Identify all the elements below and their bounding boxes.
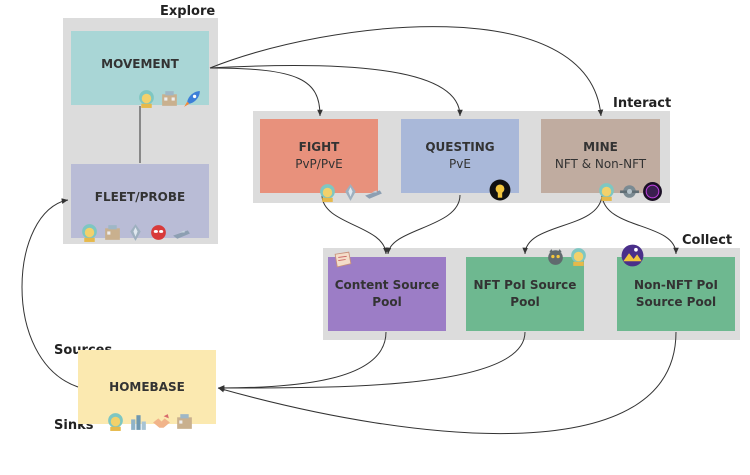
nonnft-pool-title-2: Source Pool xyxy=(635,295,717,309)
creature-icon xyxy=(548,249,563,265)
content-pool-icons xyxy=(332,249,353,270)
mine-title: MINE xyxy=(583,140,618,154)
nft-pool-title: NFT PoI Source xyxy=(473,278,577,292)
questing-node[interactable]: QUESTING PvE xyxy=(401,119,519,193)
fight-title: FIGHT xyxy=(298,140,340,154)
homebase-to-fleet-arrow xyxy=(21,198,79,388)
landscape-icon xyxy=(621,244,644,267)
station-icon xyxy=(177,414,192,429)
rocket-icon xyxy=(184,91,200,107)
movement-to-fight-arrow xyxy=(209,67,323,117)
pilot-icon xyxy=(571,248,586,266)
movement-node[interactable]: MOVEMENT xyxy=(71,31,209,105)
nft-to-homebase-arrow xyxy=(217,331,526,391)
fight-icons xyxy=(317,182,384,203)
mine-to-nft-arrow xyxy=(522,194,603,255)
drone-icon xyxy=(620,185,639,198)
pilot-icon xyxy=(82,224,97,242)
movement-title: MOVEMENT xyxy=(101,56,179,71)
mine-subtitle: NFT & Non-NFT xyxy=(554,157,647,171)
collect-label: Collect xyxy=(682,233,733,248)
planet-icon xyxy=(643,182,662,201)
questing-subtitle: PvE xyxy=(449,157,471,171)
sinks-icons xyxy=(105,411,195,432)
fleet-icons xyxy=(79,222,192,243)
mine-icons xyxy=(596,181,663,202)
explore-label: Explore xyxy=(160,4,216,19)
map-icon xyxy=(334,251,352,268)
handshake-icon xyxy=(153,414,170,428)
nft-pool-node[interactable]: NFT PoI Source Pool xyxy=(466,257,584,331)
mine-node[interactable]: MINE NFT & Non-NFT xyxy=(541,119,660,193)
hero-icon xyxy=(151,225,166,240)
pilot-icon xyxy=(599,183,614,201)
questing-icons xyxy=(489,179,511,201)
nonnft-pool-icons xyxy=(621,244,644,267)
fight-node[interactable]: FIGHT PvP/PvE xyxy=(260,119,378,193)
movement-to-questing-arrow xyxy=(209,65,463,117)
nft-pool-title-2: Pool xyxy=(510,295,540,309)
fight-subtitle: PvP/PvE xyxy=(295,157,343,171)
nonnft-pool-node[interactable]: Non-NFT PoI Source Pool xyxy=(617,257,735,331)
movement-to-mine-arrow xyxy=(209,26,604,117)
content-pool-title: Content Source xyxy=(334,278,440,292)
pilot-icon xyxy=(108,413,123,431)
interact-label: Interact xyxy=(613,96,672,111)
nft-pool-icons xyxy=(545,246,589,267)
fleet-title: FLEET/PROBE xyxy=(94,189,186,204)
fight-to-content-arrow xyxy=(321,194,389,255)
questing-title: QUESTING xyxy=(425,140,495,154)
ship-icon xyxy=(130,224,141,241)
pilot-icon xyxy=(320,184,335,202)
ship-icon xyxy=(345,184,356,201)
cruiser-icon xyxy=(173,230,190,239)
city-icon xyxy=(131,415,146,430)
pilot-icon xyxy=(139,90,154,108)
nonnft-to-homebase-arrow xyxy=(217,331,677,434)
questing-to-content-arrow xyxy=(385,194,461,255)
nonnft-pool-title: Non-NFT PoI xyxy=(634,278,718,292)
quest-badge-icon xyxy=(489,179,511,201)
cruiser-icon xyxy=(365,190,382,199)
content-pool-node[interactable]: Content Source Pool xyxy=(328,257,446,331)
station-icon xyxy=(162,91,177,106)
movement-icons xyxy=(136,88,203,109)
content-pool-title-2: Pool xyxy=(372,295,402,309)
content-to-homebase-arrow xyxy=(217,331,387,391)
homebase-node[interactable]: HOMEBASE xyxy=(78,350,216,424)
station-icon xyxy=(105,225,120,240)
homebase-title: HOMEBASE xyxy=(109,379,185,394)
mine-to-nonnft-arrow xyxy=(601,194,679,255)
